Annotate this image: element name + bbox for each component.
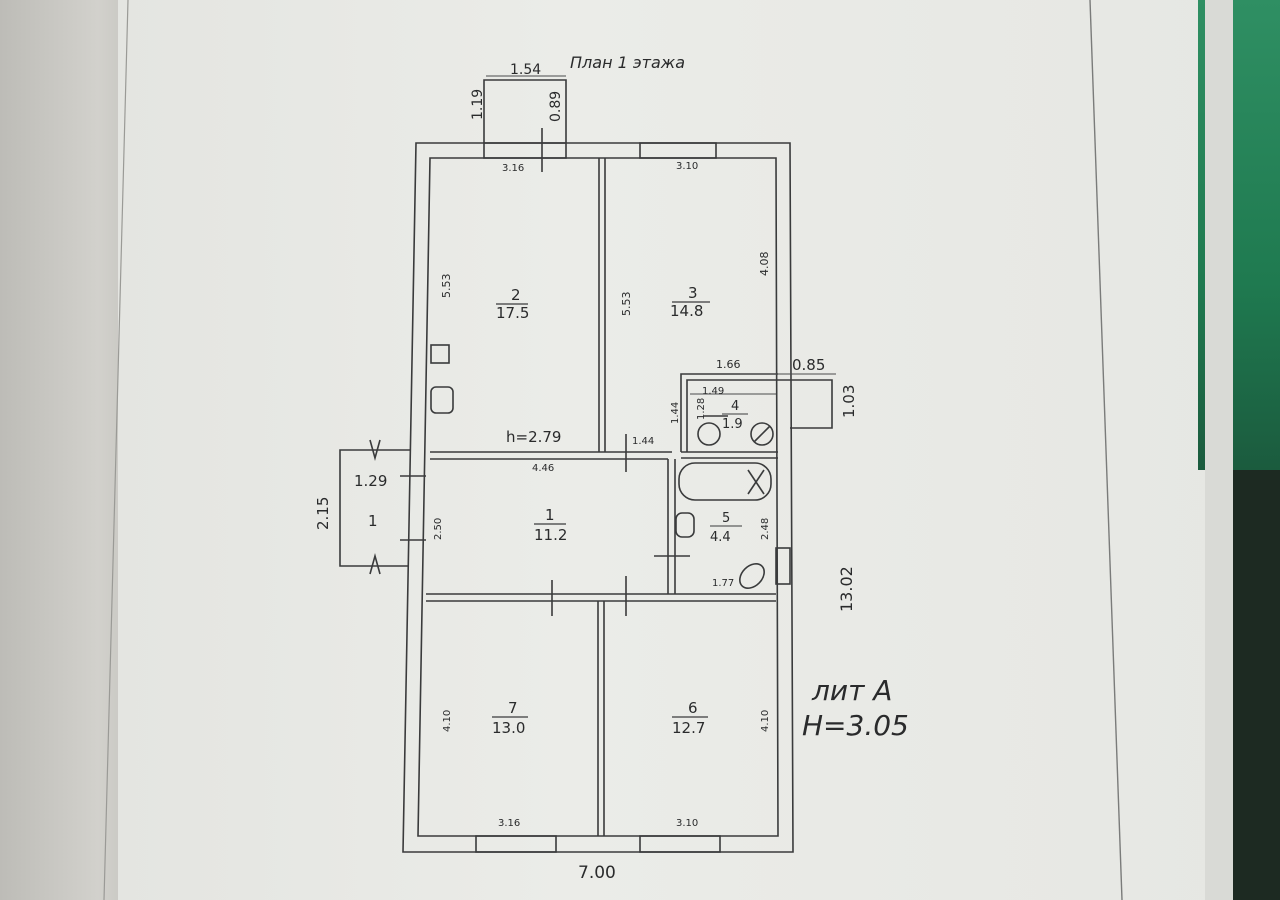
dim-hall-opening: 1.44	[632, 436, 654, 447]
dim-room4-top: 1.66	[716, 358, 741, 371]
stove	[430, 344, 450, 364]
entry-arrow	[369, 439, 381, 461]
window-bottom-left	[475, 835, 557, 853]
bathtub	[678, 462, 772, 501]
dim-room5-width: 1.77	[712, 578, 734, 589]
room7-number: 7	[508, 699, 518, 717]
frame-line	[1089, 0, 1123, 900]
window-bottom-right	[639, 835, 721, 853]
dim-side-porch-depth: 1.03	[840, 385, 858, 418]
room3-area: 14.8	[670, 302, 703, 320]
sheet-edge	[1205, 0, 1233, 900]
toilet	[739, 563, 765, 589]
porch1-number: 1	[368, 512, 378, 530]
side-porch	[778, 379, 833, 429]
dim-room4-inner: 1.49	[702, 386, 724, 397]
room6-area: 12.7	[672, 719, 705, 737]
ceiling-height: h=2.79	[506, 428, 561, 446]
room1-area: 11.2	[534, 526, 567, 544]
dim-hall-height: 2.50	[433, 518, 444, 540]
room4-area: 1.9	[722, 417, 743, 432]
room5-area: 4.4	[710, 530, 731, 545]
top-porch	[483, 79, 567, 143]
room7-area: 13.0	[492, 719, 525, 737]
dim-room7-length: 4.10	[442, 710, 453, 732]
room1-number: 1	[545, 506, 555, 524]
document-sheet	[118, 0, 1240, 900]
room6-number: 6	[688, 699, 698, 717]
entry-arrow	[369, 553, 381, 575]
window-top-left	[483, 142, 567, 159]
dim-left-porch-height: 2.15	[314, 497, 332, 530]
dim-total-width: 7.00	[578, 863, 616, 883]
room4-number: 4	[731, 399, 739, 414]
sink-room2	[430, 386, 454, 414]
adjacent-page	[0, 0, 140, 900]
room3-number: 3	[688, 284, 698, 302]
dim-room2-width: 3.16	[502, 163, 524, 174]
plan-title: План 1 этажа	[570, 53, 685, 72]
dim-hall-width: 4.46	[532, 463, 554, 474]
dim-total-length: 13.02	[837, 566, 856, 612]
room2-area: 17.5	[496, 304, 529, 322]
boiler	[750, 422, 774, 446]
dim-room2-length: 5.53	[440, 274, 453, 299]
dim-room3-width: 3.10	[676, 161, 698, 172]
dim-room6-width: 3.10	[676, 818, 698, 829]
dim-side-porch-width: 0.85	[792, 356, 825, 374]
dim-room4-left: 1.44	[670, 402, 681, 424]
page-margin-line	[103, 0, 129, 900]
lit-label: лит А	[811, 674, 892, 707]
dim-room6-length: 4.10	[760, 710, 771, 732]
window-top-right	[639, 142, 717, 159]
boiler	[697, 422, 721, 446]
sink	[675, 512, 695, 538]
dim-room3-length-right: 4.08	[758, 252, 771, 277]
dim-top-porch-width: 1.54	[510, 62, 541, 78]
dim-top-porch-depth: 1.19	[470, 89, 486, 120]
dim-room5-height: 2.48	[760, 518, 771, 540]
dim-room3-length-left: 5.53	[620, 292, 633, 317]
dim-room7-width: 3.16	[498, 818, 520, 829]
room4-wall-b	[686, 379, 778, 452]
dim-top-porch-door: 0.89	[548, 91, 564, 122]
window-right	[775, 547, 791, 585]
building-height: Н=3.05	[802, 709, 909, 742]
dim-room4-small: 1.28	[696, 398, 707, 420]
room2-number: 2	[511, 286, 521, 304]
dim-left-porch-width: 1.29	[354, 472, 387, 490]
left-porch	[339, 449, 410, 567]
room5-number: 5	[722, 511, 730, 526]
